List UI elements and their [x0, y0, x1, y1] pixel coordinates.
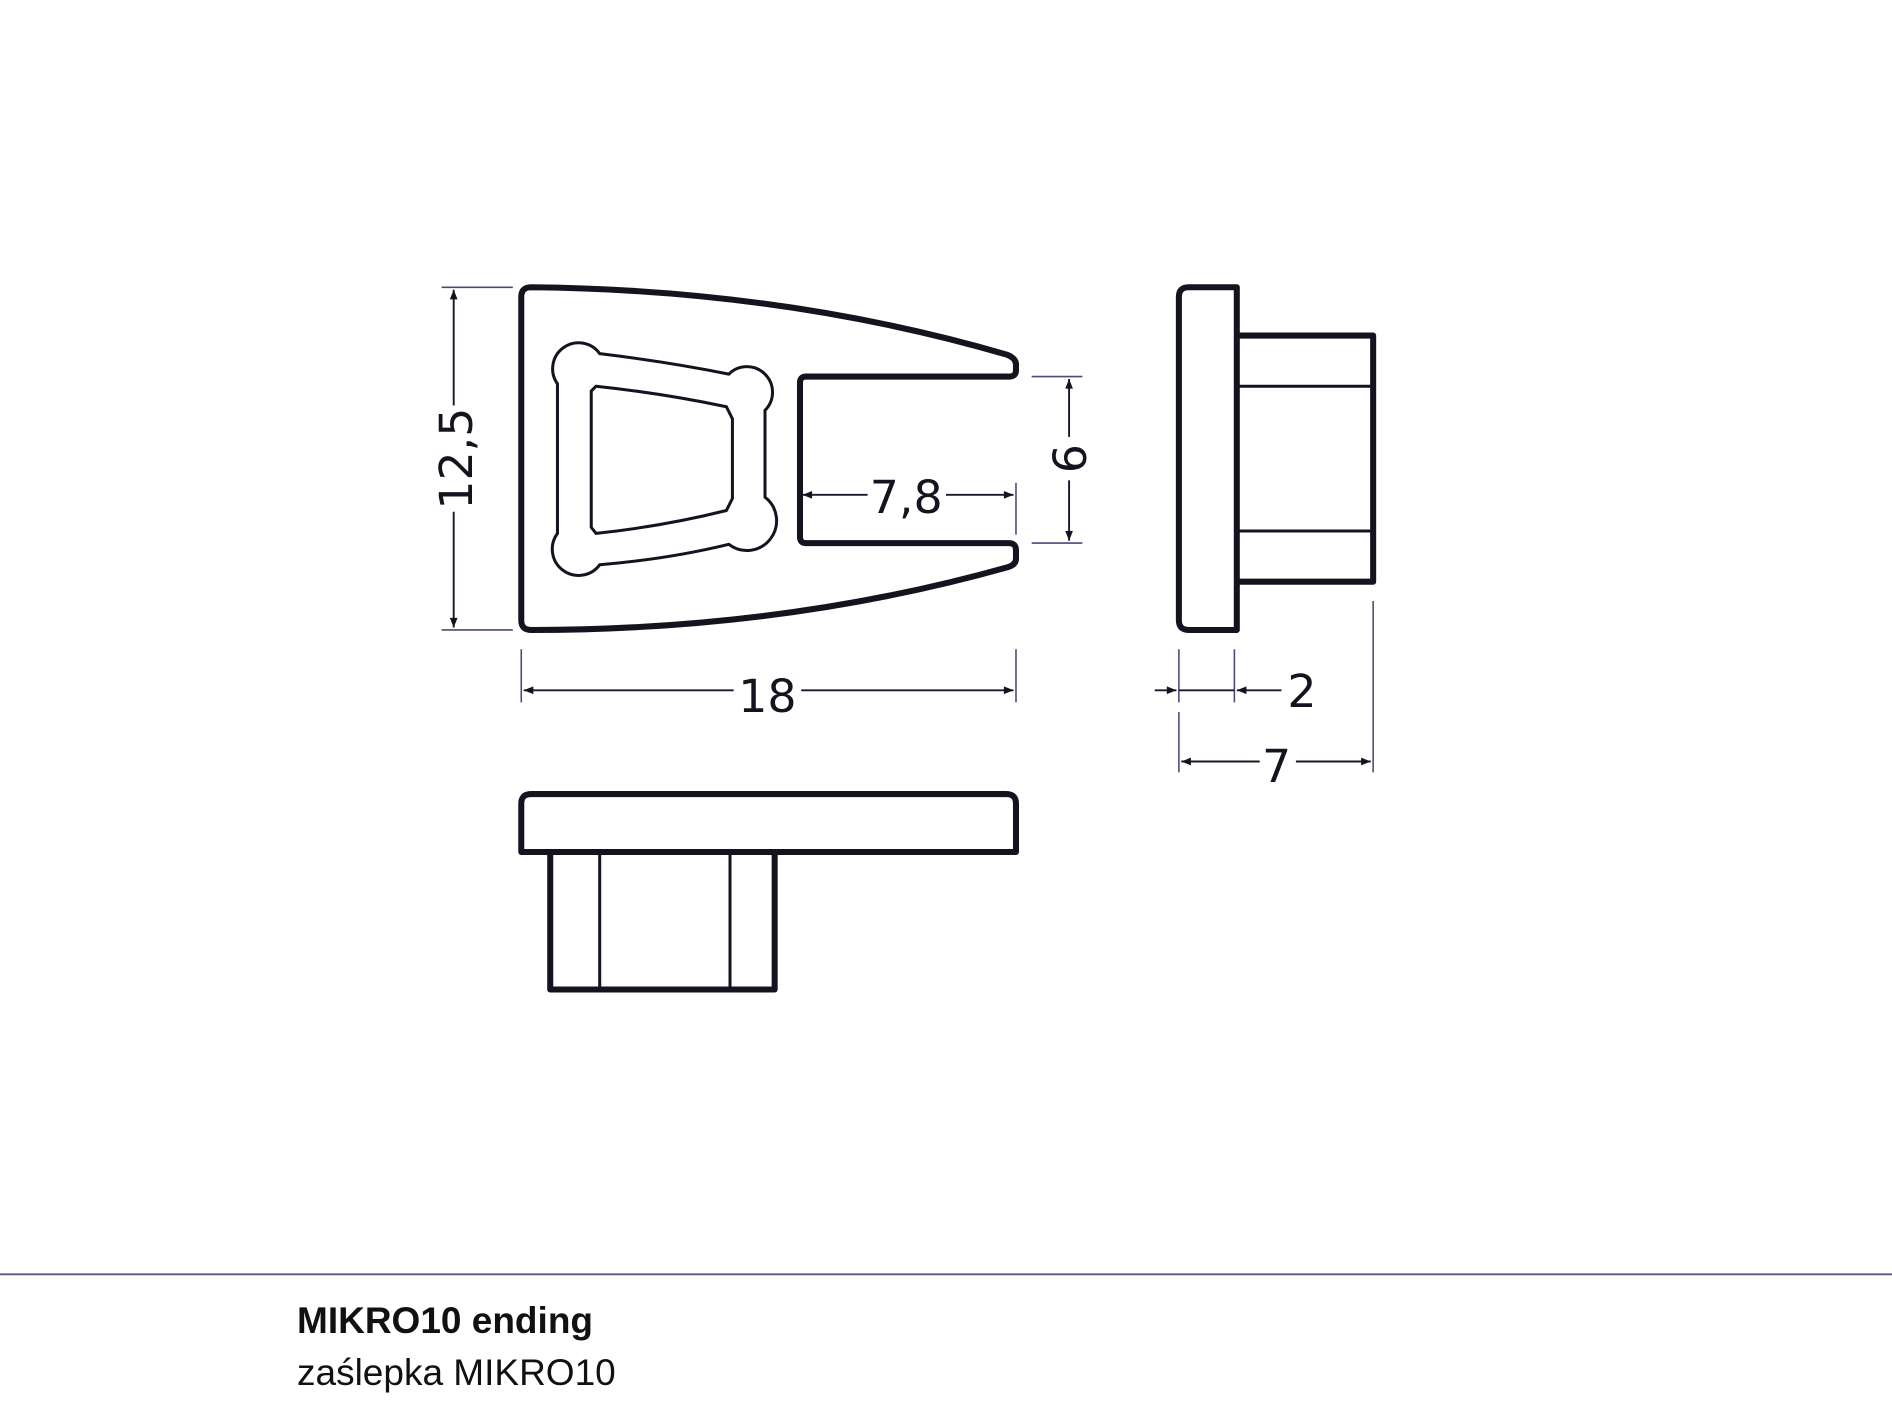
dimension-slot-width-label: 6 [1043, 444, 1097, 473]
side-view [1175, 284, 1377, 633]
dimension-slot-width: 6 [1031, 375, 1097, 544]
dimension-height: 12,5 [429, 286, 513, 631]
bottom-view [518, 791, 1020, 993]
dimension-total-depth-label: 7 [1262, 739, 1291, 793]
caption-title: MIKRO10 ending [297, 1300, 594, 1341]
caption-subtitle: zaślepka MIKRO10 [297, 1352, 616, 1393]
dimension-height-label: 12,5 [429, 408, 483, 510]
web-outline [550, 341, 779, 577]
front-view [518, 284, 1020, 633]
dimension-slot-depth: 7,8 [802, 470, 1017, 535]
dimension-plate-thickness-label: 2 [1287, 664, 1316, 718]
dimension-slot-depth-label: 7,8 [870, 470, 943, 524]
dimension-plate-thickness: 2 [1154, 649, 1317, 718]
web-hole [589, 384, 734, 536]
front-outline [518, 284, 1020, 633]
dimension-total-depth: 7 [1178, 601, 1374, 793]
dimension-width: 18 [520, 649, 1017, 723]
dimension-width-label: 18 [738, 669, 796, 723]
